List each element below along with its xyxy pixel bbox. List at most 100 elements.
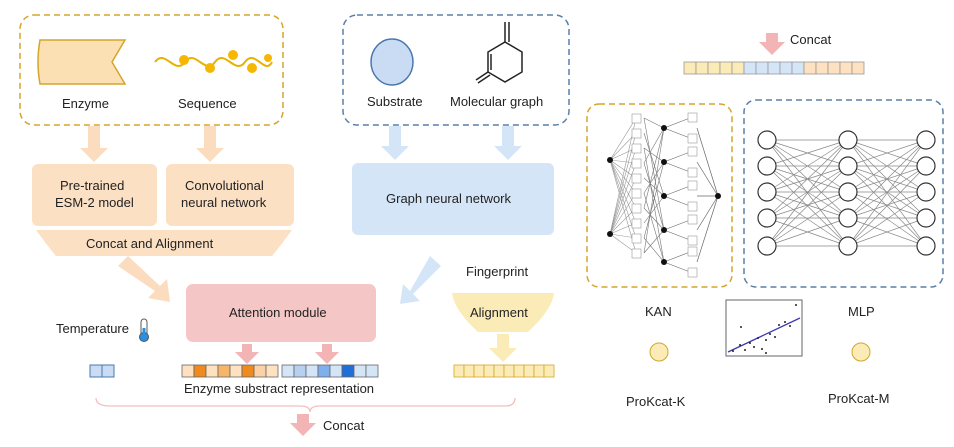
kan-edge [643,161,665,194]
mlp-node [916,208,936,228]
kan-edge [609,132,637,235]
kan-activation [687,133,698,144]
kan-activation [687,201,698,212]
representation-label: Enzyme substract representation [184,381,374,396]
mlp-edge [847,139,927,193]
cnn-box [166,164,294,226]
kan-label: KAN [645,304,672,319]
top-concat-arrow [759,33,785,55]
kan-edge [609,233,637,254]
mlp-edge [847,165,927,219]
fingerprint-label: Fingerprint [466,264,529,279]
substrate-label: Substrate [367,94,423,109]
enzyme-label: Enzyme [62,96,109,111]
mlp-edge [847,217,927,247]
kan-activation [631,143,642,154]
kan-panel-border [586,103,733,288]
kan-edge [643,229,665,254]
prokcat-m-label: ProKcat-M [828,391,889,406]
kan-activation [687,235,698,246]
kan-edge [643,161,665,239]
esm-label-line1: Pre-trained [60,178,124,193]
mlp-node [757,208,777,228]
fingerprint-vector [453,364,555,378]
mlp-node [916,182,936,202]
cnn-label-line2: neural network [181,195,267,210]
kan-edge [663,127,691,139]
kan-activation [687,214,698,225]
alignment-shape [452,293,554,332]
kan-edge [663,219,691,231]
kan-activation [687,246,698,257]
sequence-chain-icon [154,56,273,68]
mlp-node [757,156,777,176]
mlp-label: MLP [848,304,875,319]
bottom-bracket [95,397,516,413]
attention-module-box [186,284,376,342]
scatter-plot-thumbnail [725,299,803,357]
prokcat-k-label: ProKcat-K [626,394,686,409]
temperature-label: Temperature [56,321,129,336]
mlp-edge [766,217,849,247]
kan-hidden-node [661,193,667,199]
kan-output-node [715,193,721,199]
alignment-label: Alignment [470,305,528,320]
kan-edge [663,261,691,273]
mlp-node [838,182,858,202]
molgraph-label: Molecular graph [450,94,543,109]
kan-hidden-node [661,159,667,165]
kan-edge [643,162,665,231]
mlp-edge [847,191,927,247]
concat-alignment-label: Concat and Alignment [86,236,214,251]
kan-input-node [607,231,613,237]
kan-activation [631,233,642,244]
mlp-edge [766,165,849,219]
kan-edge [696,195,719,263]
kan-hidden-node [661,125,667,131]
kan-edge [643,195,665,224]
kan-edge [696,161,719,197]
kan-edge [643,127,665,254]
kan-edge [609,233,637,239]
mlp-edge [766,165,849,247]
sequence-beads [179,50,272,73]
kan-edge [663,195,691,207]
kan-hidden-node [661,227,667,233]
kan-edge [609,192,637,235]
kan-activation [631,128,642,139]
kan-hidden-node [661,259,667,265]
mlp-edge [847,139,927,219]
mlp-panel-border [743,99,944,288]
kan-edge [663,229,691,241]
alignment-down-arrow [489,334,517,362]
kan-edge [609,222,637,235]
enzyme-down-arrows [80,126,224,162]
kan-edge [643,117,665,129]
combined-feature-vector [683,61,865,75]
prokcat-m-circle [851,342,871,362]
gnn-label: Graph neural network [386,191,512,206]
sequence-label: Sequence [178,96,237,111]
top-concat-label: Concat [790,32,832,47]
prokcat-k-circle [649,342,669,362]
kan-edge [643,132,665,197]
kan-activation [687,112,698,123]
temperature-vector [89,364,115,378]
mlp-node [838,156,858,176]
mlp-node [838,130,858,150]
bottom-concat-arrow [290,414,316,436]
kan-edge [609,147,637,235]
kan-activation [631,158,642,169]
kan-activation [687,167,698,178]
kan-edge [609,117,637,161]
mlp-edge [847,191,927,219]
attention-down-arrows [235,344,339,364]
gnn-box [352,163,554,235]
kan-edge [609,207,637,235]
bottom-concat-label: Concat [323,418,365,433]
mlp-edge [766,139,849,193]
gnn-to-attention-arrow [400,256,441,304]
kan-edge [643,127,665,209]
kan-edge [643,117,665,231]
